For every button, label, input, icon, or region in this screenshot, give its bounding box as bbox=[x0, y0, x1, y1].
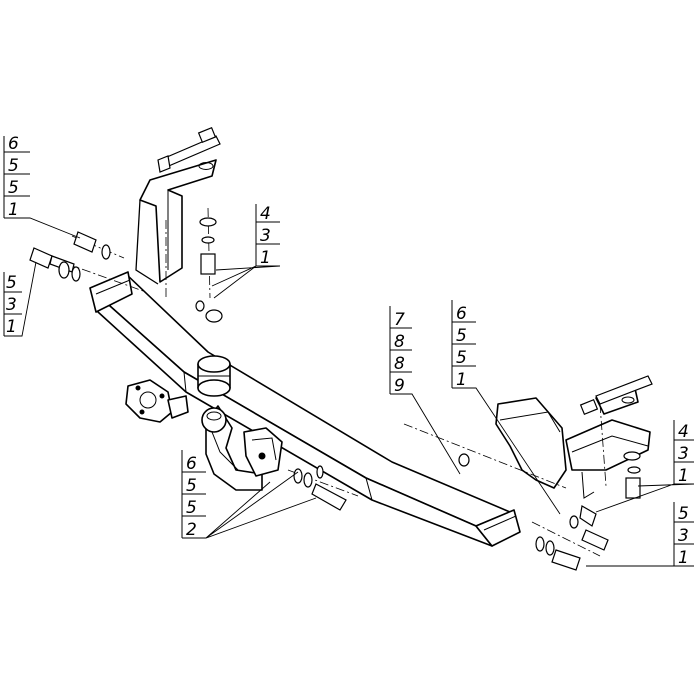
assembly-axis-lines bbox=[33, 207, 607, 557]
callout-number: 8 bbox=[394, 332, 405, 352]
callout-center-right: 6 5 5 1 bbox=[451, 300, 476, 390]
callout-number: 6 bbox=[456, 304, 467, 324]
callout-number: 5 bbox=[456, 348, 467, 368]
callout-number: 5 bbox=[8, 156, 19, 176]
callout-number: 4 bbox=[678, 422, 689, 442]
callout-number: 3 bbox=[678, 444, 689, 464]
callout-bottom-left: 6 5 5 2 bbox=[181, 450, 206, 540]
socket-plate bbox=[125, 379, 189, 423]
left-mounting-bracket bbox=[135, 159, 217, 285]
callout-number: 5 bbox=[678, 504, 689, 524]
crossbar-beam bbox=[89, 271, 521, 547]
callout-number: 1 bbox=[260, 248, 271, 268]
callout-number: 5 bbox=[8, 178, 19, 198]
callout-top-left: 6 5 5 1 bbox=[3, 134, 30, 220]
callout-center: 7 8 8 9 bbox=[389, 306, 412, 396]
callout-number: 3 bbox=[6, 295, 17, 315]
callout-left: 5 3 1 bbox=[3, 272, 22, 337]
callout-number: 3 bbox=[678, 526, 689, 546]
callout-center-left: 4 3 1 bbox=[255, 204, 280, 268]
callout-number: 5 bbox=[6, 273, 17, 293]
callout-groups: 6 5 5 1 5 3 1 4 3 1 7 8 8 9 bbox=[3, 134, 694, 568]
callout-number: 6 bbox=[186, 454, 197, 474]
tow-ball bbox=[201, 407, 227, 433]
callout-number: 2 bbox=[186, 520, 197, 540]
callout-right-top: 4 3 1 bbox=[673, 420, 694, 486]
callout-number: 6 bbox=[8, 134, 19, 154]
callout-number: 1 bbox=[8, 200, 19, 220]
callout-number: 5 bbox=[186, 498, 197, 518]
callout-number: 5 bbox=[186, 476, 197, 496]
callout-number: 3 bbox=[260, 226, 271, 246]
callout-number: 1 bbox=[6, 317, 17, 337]
callout-number: 8 bbox=[394, 354, 405, 374]
callout-number: 4 bbox=[260, 204, 271, 224]
callout-number: 9 bbox=[394, 376, 405, 396]
callout-number: 1 bbox=[678, 466, 689, 486]
hardware-fasteners bbox=[29, 126, 653, 571]
ball-cover-cap bbox=[197, 355, 231, 397]
callout-number: 5 bbox=[456, 326, 467, 346]
callout-number: 7 bbox=[394, 310, 405, 330]
callout-number: 1 bbox=[456, 370, 467, 390]
callout-right-bottom: 5 3 1 bbox=[673, 502, 694, 568]
callout-number: 1 bbox=[678, 548, 689, 568]
